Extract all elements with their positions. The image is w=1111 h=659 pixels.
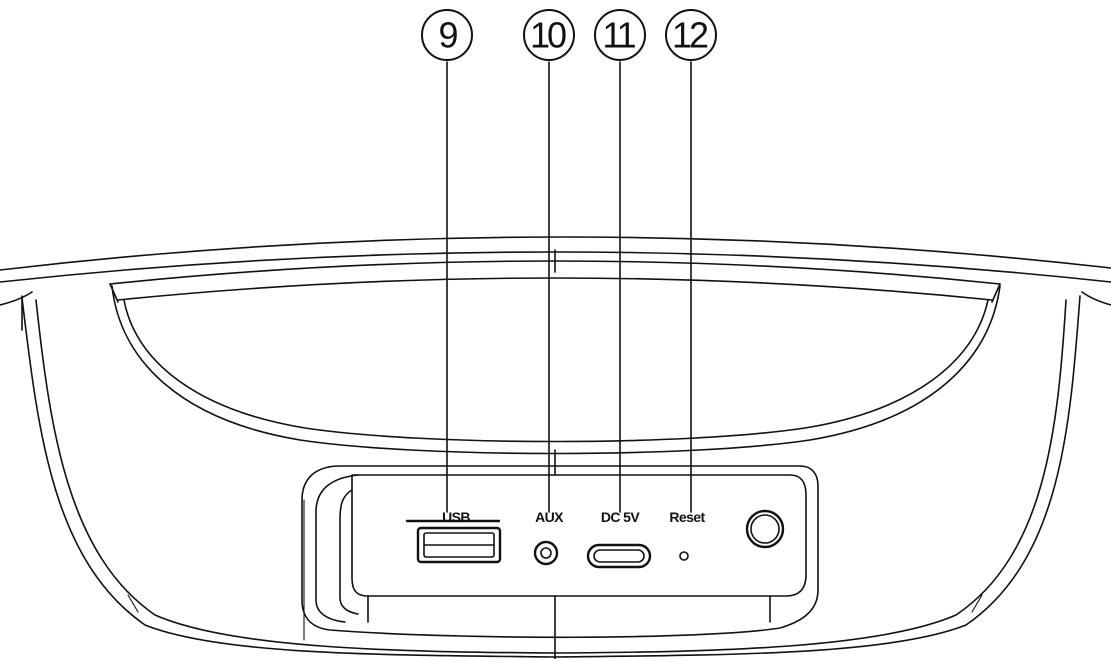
right-body-curve-inner xyxy=(554,299,1067,654)
callout-11: 11 xyxy=(594,9,646,61)
top-rim-outer-line xyxy=(0,236,1111,271)
right-shoulder-line xyxy=(1081,291,1111,306)
handle-top-inner-edge xyxy=(117,277,993,301)
usb-port xyxy=(416,526,502,564)
callout-number-10: 10 xyxy=(530,15,566,56)
callout-9: 9 xyxy=(421,9,473,61)
left-bottom-tick xyxy=(127,594,139,613)
aux-jack xyxy=(533,540,559,566)
round-button-inner xyxy=(750,514,780,544)
handle-bowl-outer xyxy=(111,285,1001,455)
port-panel: USB AUX DC 5V Reset xyxy=(301,449,819,659)
callout-number-12: 12 xyxy=(672,15,708,56)
callout-number-11: 11 xyxy=(602,15,635,56)
callout-circle-10 xyxy=(523,9,575,61)
aux-jack-hole xyxy=(540,547,552,559)
round-button xyxy=(745,509,785,549)
right-body-curve-outer xyxy=(554,295,1081,658)
panel-cover-flap-inner xyxy=(339,489,359,615)
port-panel-frame xyxy=(301,465,819,639)
callout-leaders xyxy=(446,61,692,513)
dc5v-usbc-port-inner xyxy=(593,549,645,563)
handle-right-corner xyxy=(991,283,1001,303)
panel-cover-flap-outer xyxy=(315,474,359,623)
callout-12: 12 xyxy=(665,9,717,61)
reset-label: Reset xyxy=(669,509,705,525)
aux-label: AUX xyxy=(535,509,564,525)
speaker-body xyxy=(0,236,1111,658)
port-panel-plate xyxy=(351,474,807,597)
handle-recess xyxy=(109,249,1001,455)
left-body-curve-outer xyxy=(21,297,556,658)
reset-pinhole xyxy=(679,551,689,561)
callout-circle-9 xyxy=(421,9,473,61)
left-shoulder-line xyxy=(0,291,33,306)
handle-bowl-inner xyxy=(123,299,989,443)
callout-circle-12 xyxy=(665,9,717,61)
dc5v-label: DC 5V xyxy=(601,509,640,525)
usb-label: USB xyxy=(442,509,470,525)
callout-circle-11 xyxy=(594,9,646,61)
left-body-curve-inner xyxy=(35,299,556,654)
callout-10: 10 xyxy=(523,9,575,61)
callout-number-9: 9 xyxy=(438,15,457,56)
dc5v-usbc-port xyxy=(586,543,652,569)
right-bottom-tick xyxy=(971,594,983,613)
